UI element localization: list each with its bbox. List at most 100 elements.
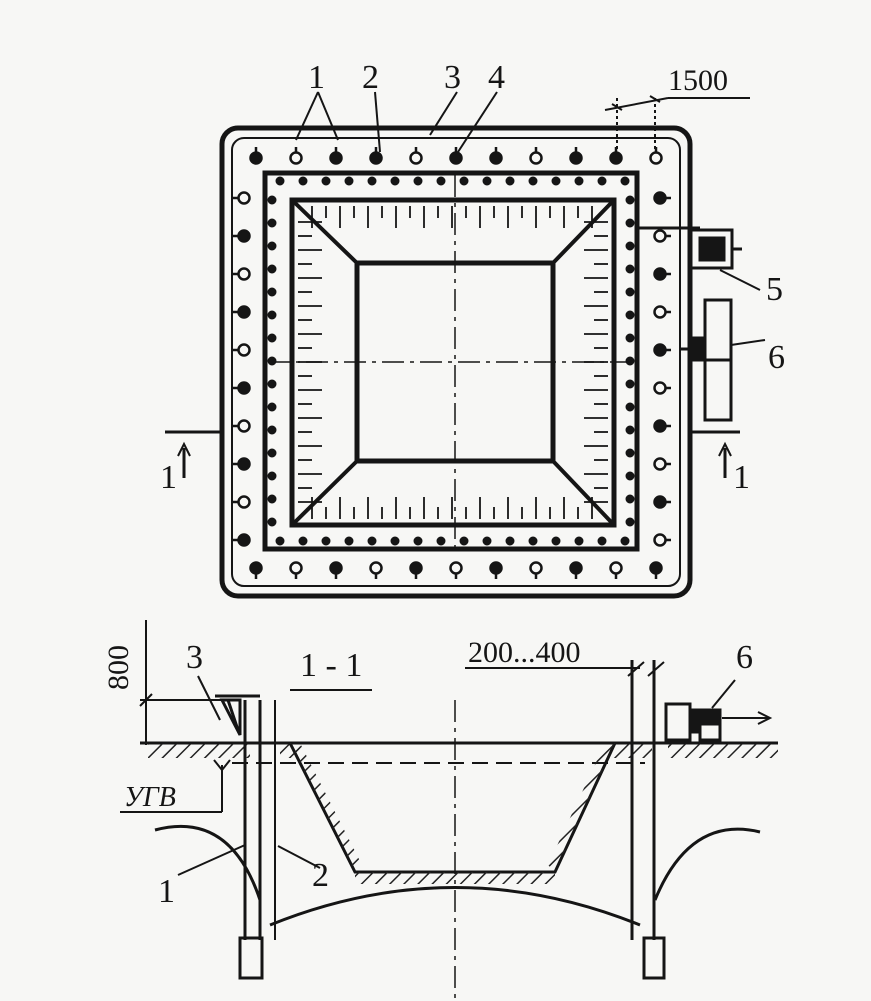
pit-slope-right [548,743,615,872]
wellpoint [489,147,503,165]
label-section-title: 1 - 1 [300,647,362,684]
pump-unit-5 [637,226,761,291]
wellpoint [369,147,383,165]
wellpoint [620,536,630,546]
wellpoint [275,536,285,546]
wellpoint [267,402,277,412]
wellpoint [653,305,671,319]
wellpoint [625,448,635,458]
wellpoint [459,536,469,546]
wellpoint [528,536,538,546]
wellpoint [390,536,400,546]
wellpoint [267,333,277,343]
wellpoint [625,494,635,504]
wellpoint [574,536,584,546]
label-1500: 1500 [668,64,728,97]
section-view [120,620,778,1000]
inner-collector-ring [262,170,640,552]
wellpoint [653,495,671,509]
pit-corner-lines [290,198,616,527]
wellpoint [449,147,463,165]
wellpoint [625,402,635,412]
wellpoint [459,176,469,186]
wellpoint [489,561,503,579]
wellpoint [249,147,263,165]
wellpoint [625,471,635,481]
wellpoint [574,176,584,186]
slope-hachures [298,206,608,519]
wellpoint [233,419,251,433]
wellpoint [625,356,635,366]
wellpoint [369,561,383,579]
wellpoint [551,536,561,546]
wellpoint [653,267,671,281]
label-4-plan: 4 [488,59,505,96]
wellpoint [298,176,308,186]
wellpoint [233,191,251,205]
section-mark-right [690,430,740,478]
dim-200-400 [465,661,665,677]
wellpoint [329,561,343,579]
wellpoint [298,536,308,546]
wellpoint [267,195,277,205]
wellpoint [620,176,630,186]
wellpoint [367,176,377,186]
wellpoint [267,471,277,481]
wellpoint [653,381,671,395]
label-section-right: 1 [733,459,750,496]
wellpoint [528,176,538,186]
wellpoint [625,287,635,297]
ugv-marker [120,759,231,813]
wellpoint [569,147,583,165]
wellpoint [233,533,251,547]
depression-curve-right [653,827,761,901]
wellpoint [267,448,277,458]
wellpoint [482,176,492,186]
wellpoint [289,561,303,579]
axis-lines [268,175,635,548]
wellpoint [233,229,251,243]
wellpoint [505,176,515,186]
section-mark-left [165,430,222,478]
wellpoint [267,425,277,435]
wellpoint [413,176,423,186]
wellpoint [233,305,251,319]
wellpoint [233,495,251,509]
outer-collector-ring [219,125,693,599]
wellpoint [267,356,277,366]
wellpoint [551,176,561,186]
settling-tank-6 [680,298,766,422]
wellpoint [625,195,635,205]
wellpoint [569,561,583,579]
label-2-section: 2 [312,857,329,894]
wellpoint [625,218,635,228]
pit-bottom-hatch [355,872,555,884]
wellpoint [409,561,423,579]
wellpoint [625,379,635,389]
wellpoint [625,333,635,343]
ground-hatching [148,744,778,758]
wellpoint [597,536,607,546]
wellpoint [289,147,303,165]
pump-unit-6-section [664,679,773,742]
wellpoint [609,561,623,579]
label-6-plan: 6 [768,339,785,376]
plan-leaders [295,91,498,153]
label-800: 800 [102,645,135,690]
wellpoint-left [238,700,276,980]
label-2-plan: 2 [362,59,379,96]
label-3-section: 3 [186,639,203,676]
label-5: 5 [766,271,783,308]
wellpoint [609,147,623,165]
label-section-left: 1 [160,459,177,496]
wellpoint [329,147,343,165]
wellpoint [267,241,277,251]
wellpoint [482,536,492,546]
wellpoint [275,176,285,186]
wellpoint-right [630,660,666,980]
wellpoint [449,561,463,579]
wellpoint [390,176,400,186]
wellpoint [344,536,354,546]
wellpoint [249,561,263,579]
depression-curve-main [269,886,641,927]
